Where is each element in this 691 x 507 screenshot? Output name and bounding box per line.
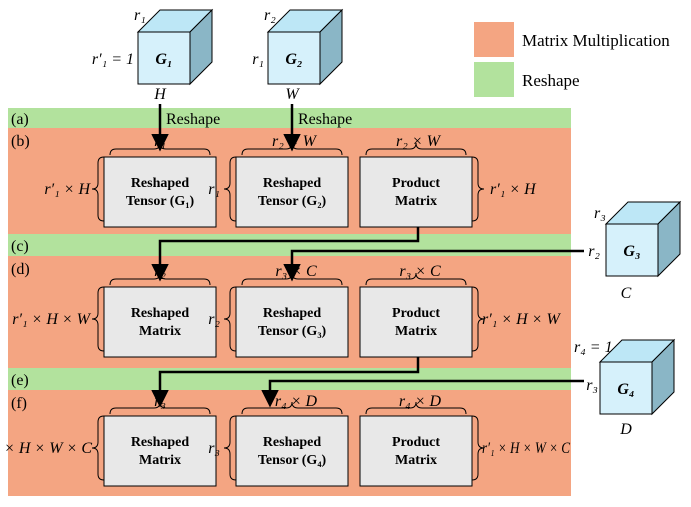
legend-matmul-swatch — [474, 22, 514, 57]
cube-g3-label: G₃ — [623, 243, 640, 260]
band-e-reshape — [8, 368, 571, 390]
cube-g2-top-dim: r₂ — [264, 7, 276, 24]
row-f-box-2-line2: Tensor (G₄) — [258, 453, 327, 468]
row-d-box-1-top-dim: r₂ — [154, 263, 166, 280]
arrow-product-to-d-box-1 — [151, 227, 420, 282]
arrow-reshape-g2-label: Reshape — [298, 111, 352, 128]
stage-label-d: (d) — [11, 261, 30, 278]
cube-g4-bottom-dim: D — [619, 421, 632, 438]
row-b-box-1: Reshaped Tensor (G₁) — [91, 142, 217, 228]
row-d-box-2-left-dim: r₂ — [208, 311, 220, 328]
cube-g3-left-dim: r₂ — [588, 243, 600, 260]
cube-g4-label: G₄ — [617, 381, 634, 398]
row-d-box-1: Reshaped Matrix — [91, 272, 217, 358]
row-f-box-1-line2: Matrix — [139, 453, 181, 468]
stage-label-f: (f) — [11, 395, 27, 412]
stage-label-c: (c) — [11, 238, 29, 255]
row-f-box-1: Reshaped Matrix — [91, 401, 217, 487]
row-b-box-1-line2: Tensor (G₁) — [126, 194, 195, 209]
cube-g4: G₄ — [598, 338, 676, 416]
cube-g3: G₃ — [604, 200, 682, 278]
row-d-box-3-line2: Matrix — [395, 324, 437, 339]
band-c-reshape — [8, 234, 571, 256]
row-f-box-3-right-dim: r′₁ × H × W × C — [482, 440, 570, 457]
row-f-box-1-top-dim: r₃ — [154, 393, 166, 410]
row-d-box-2-top-dim: r₃ × C — [275, 263, 317, 280]
row-b-box-1-top-dim: r₁ — [154, 133, 166, 150]
row-f-box-3-top-dim: r₄ × D — [399, 393, 442, 410]
row-b-box-2-left-dim: r₁ — [208, 181, 220, 198]
cube-g4-left-dim: r₃ — [586, 377, 598, 394]
row-f-box-1-line1: Reshaped — [131, 435, 190, 450]
legend-reshape-label: Reshape — [522, 71, 580, 90]
row-b-box-1-left-dim: r′₁ × H — [44, 181, 91, 198]
legend-matmul-label: Matrix Multiplication — [522, 31, 670, 50]
row-d-box-3-right-dim: r′₁ × H × W — [482, 311, 561, 328]
row-f-box-3: Product Matrix — [359, 401, 485, 487]
row-b-box-3: Product Matrix — [359, 142, 485, 228]
cube-g2-bottom-dim: W — [285, 86, 300, 103]
cube-g1: G₁ — [136, 8, 214, 86]
row-b-box-1-line1: Reshaped — [131, 176, 190, 191]
row-f-box-2: Reshaped Tensor (G₄) — [223, 401, 349, 487]
row-d-box-1-line1: Reshaped — [131, 306, 190, 321]
cube-g4-top-dim: r₄ = 1 — [574, 339, 613, 356]
row-b-box-3-top-dim: r₂ × W — [396, 133, 442, 150]
row-b-box-3-right-dim: r′₁ × H — [490, 181, 537, 198]
row-b-box-2: Reshaped Tensor (G₂) — [223, 142, 349, 228]
band-a-reshape — [8, 108, 571, 128]
cube-g3-bottom-dim: C — [621, 285, 632, 302]
row-f-box-3-line1: Product — [392, 435, 440, 450]
row-f-box-1-left-dim: r′₁ × H × W × C — [0, 440, 92, 457]
row-b-box-3-line1: Product — [392, 176, 440, 191]
row-f-box-3-line2: Matrix — [395, 453, 437, 468]
row-d-box-3-top-dim: r₃ × C — [399, 263, 441, 280]
arrow-reshape-g1-label: Reshape — [166, 111, 220, 128]
cube-g2-left-dim: r₁ — [252, 51, 264, 68]
cube-g1-top-dim: r₁ — [134, 7, 146, 24]
cube-g3-top-dim: r₃ — [594, 205, 606, 222]
row-f-box-2-top-dim: r₄ × D — [275, 393, 318, 410]
row-d-box-1-left-dim: r′₁ × H × W — [12, 311, 91, 328]
cube-g1-left-dim: r′₁ = 1 — [92, 51, 134, 68]
row-f-box-2-line1: Reshaped — [263, 435, 322, 450]
legend-reshape-swatch — [474, 62, 514, 97]
row-d-box-3: Product Matrix — [359, 272, 485, 358]
row-b-box-2-top-dim: r₂ × W — [272, 133, 318, 150]
row-b-box-2-line1: Reshaped — [263, 176, 322, 191]
arrow-product-to-f-box-1 — [151, 357, 420, 408]
arrow-g3-to-d-box-2 — [283, 249, 584, 282]
row-b-box-3-line2: Matrix — [395, 194, 437, 209]
stage-label-a: (a) — [11, 111, 29, 128]
row-f-box-2-left-dim: r₃ — [208, 440, 220, 457]
arrow-g4-to-f-box-2 — [261, 379, 584, 408]
stage-label-e: (e) — [11, 372, 29, 389]
row-d-box-2-line2: Tensor (G₃) — [258, 324, 327, 339]
cube-g2: G₂ — [266, 8, 344, 86]
cube-g2-label: G₂ — [285, 51, 302, 68]
row-d-box-2: Reshaped Tensor (G₃) — [223, 272, 349, 358]
row-d-box-1-line2: Matrix — [139, 324, 181, 339]
row-b-box-2-line2: Tensor (G₂) — [258, 194, 327, 209]
stage-label-b: (b) — [11, 133, 30, 150]
row-d-box-3-line1: Product — [392, 306, 440, 321]
cube-g1-label: G₁ — [155, 51, 172, 68]
row-d-box-2-line1: Reshaped — [263, 306, 322, 321]
cube-g1-bottom-dim: H — [153, 86, 167, 103]
